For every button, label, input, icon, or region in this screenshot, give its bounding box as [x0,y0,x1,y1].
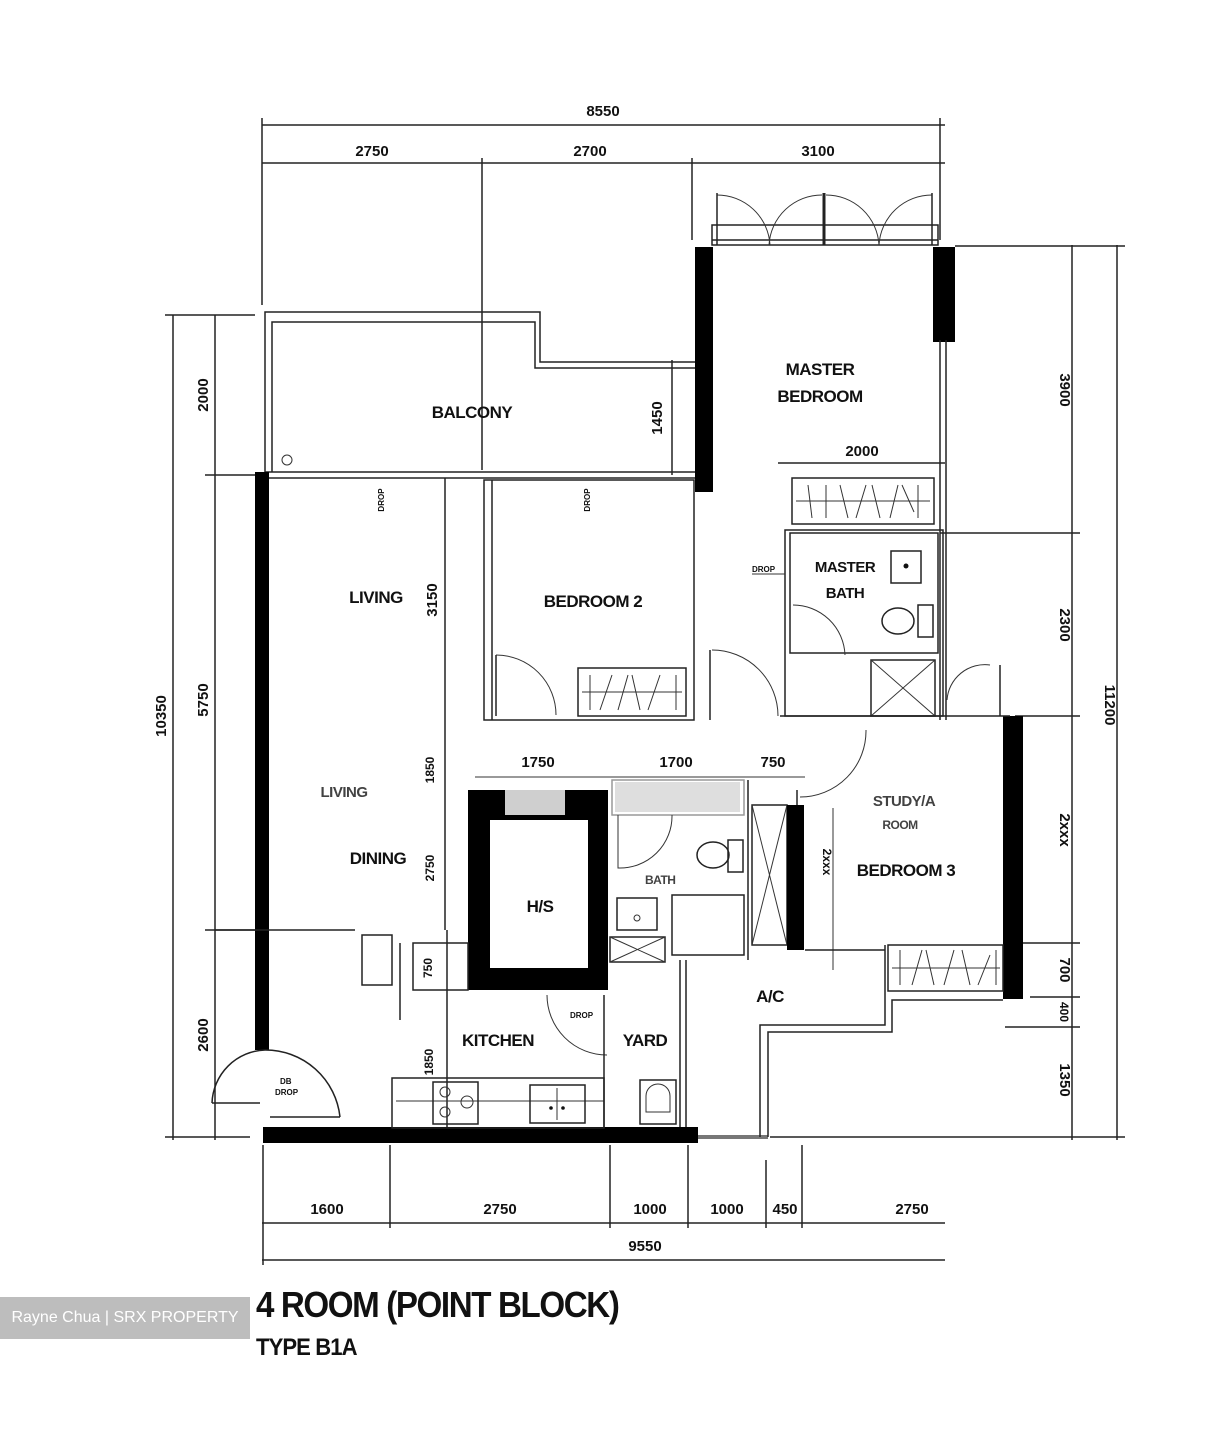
dim-hs-width: 1750 [521,754,554,771]
db-marker: DB [280,1077,292,1086]
top-dimensions: 8550 2750 2700 3100 [261,103,945,470]
label-master-bath-2: BATH [826,585,865,602]
basin-icon [890,550,922,584]
label-bedroom3-ghost-2: ROOM [882,818,918,832]
master-bedroom: MASTER BEDROOM 2000 [711,193,945,525]
dim-left-3: 2600 [195,1018,212,1051]
label-master-bedroom-2: BEDROOM [777,387,863,406]
washing-machine-icon [639,1079,677,1125]
living-area: DROP LIVING 3150 LIVING 1850 DINING 2750 [215,478,446,931]
stove-icon [432,1081,479,1125]
drop-marker-entry: DROP [275,1088,299,1097]
main-entrance: DB DROP [211,1049,341,1118]
exterior-walls [255,247,1023,1143]
dim-top-total: 8550 [586,103,619,120]
dim-bottom-2: 2750 [483,1201,516,1218]
dim-bottom-6: 2750 [895,1201,928,1218]
bedroom-3: STUDY/A ROOM BEDROOM 3 2xxx A/C [756,793,1004,1137]
dim-right-6: 1350 [1056,1063,1073,1096]
label-living: LIVING [349,588,403,607]
dim-bottom-3: 1000 [633,1201,666,1218]
drop-marker-bedroom2: DROP [583,488,592,512]
label-dining: DINING [350,849,407,868]
household-shelter-walls [468,790,608,990]
label-bedroom-2: BEDROOM 2 [544,592,643,611]
drop-marker: DROP [752,565,776,574]
dim-top-2: 2700 [573,143,606,160]
french-window-icon [716,193,933,246]
label-bedroom3-ghost-1: STUDY/A [873,793,936,810]
basin-icon [616,897,658,931]
wardrobe-icon [577,667,687,717]
bedroom-2: DROP BEDROOM 2 [483,479,779,721]
wardrobe-icon [887,944,1004,992]
dim-bottom-total: 9550 [628,1238,661,1255]
balcony: BALCONY 1450 [264,311,700,479]
dim-master-wardrobe: 2000 [845,443,878,460]
dim-right-1: 3900 [1056,373,1073,406]
dim-right-2: 2300 [1056,608,1073,641]
label-ac: A/C [756,987,784,1006]
dim-left-total: 10350 [153,695,170,737]
dim-right-total: 11200 [1101,685,1118,726]
label-living-ghost: LIVING [320,784,367,801]
label-master-bath-1: MASTER [815,559,876,576]
dim-living-lower: 1850 [423,756,437,783]
dim-bath-width: 1700 [659,754,692,771]
watermark: Rayne Chua | SRX PROPERTY [0,1297,250,1339]
wardrobe-icon [791,477,935,525]
door-swing-icon [546,994,608,1056]
label-bedroom-3: BEDROOM 3 [857,861,956,880]
dim-living-depth: 3150 [424,583,441,616]
dim-bottom-5: 450 [772,1201,797,1218]
label-master-bedroom-1: MASTER [786,360,855,379]
toilet-icon [881,607,915,635]
dim-right-4: 700 [1056,957,1073,982]
dim-kitchen-counter: 750 [421,958,435,978]
dim-left-2: 5750 [195,683,212,716]
dim-right-5: 400 [1057,1002,1071,1022]
plan-subtitle: TYPE B1A [256,1334,358,1361]
dim-bottom-4: 1000 [710,1201,743,1218]
label-bath-ghost: BATH [645,873,675,887]
plan-title: 4 ROOM (POINT BLOCK) [256,1284,620,1325]
dim-corridor-width: 750 [760,754,785,771]
master-bath: DROP MASTER BATH [752,529,1010,717]
dim-left-1: 2000 [195,378,212,411]
floor-trap-icon [281,454,293,466]
dim-bottom-1: 1600 [310,1201,343,1218]
dim-bedroom3-depth: 2xxx [820,849,834,876]
bottom-dimensions: 1600 2750 1000 1000 450 2750 9550 [262,1145,945,1265]
kitchen-yard: 750 DROP KITCHEN 1850 YARD [361,930,687,1129]
label-kitchen: KITCHEN [462,1031,534,1050]
label-yard: YARD [623,1031,668,1050]
door-swing-icon [495,654,557,716]
label-hs: H/S [527,897,554,916]
dim-top-1: 2750 [355,143,388,160]
right-dimensions: 3900 2300 2xxx 700 400 1350 11200 [770,245,1125,1140]
sink-icon [529,1084,586,1124]
label-balcony: BALCONY [432,403,514,422]
dim-kitchen-depth: 1850 [422,1048,436,1075]
toilet-icon [696,841,730,869]
drop-marker-living: DROP [377,488,386,512]
dim-balcony-depth: 1450 [649,401,666,434]
centre-core: 1750 1700 750 H/S BATH [468,729,867,990]
dim-top-3: 3100 [801,143,834,160]
drop-marker-kitchen: DROP [570,1011,594,1020]
dim-dining-depth: 2750 [423,854,437,881]
dim-right-3: 2xxx [1056,813,1073,847]
left-dimensions: 2000 5750 2600 10350 [153,314,255,1140]
